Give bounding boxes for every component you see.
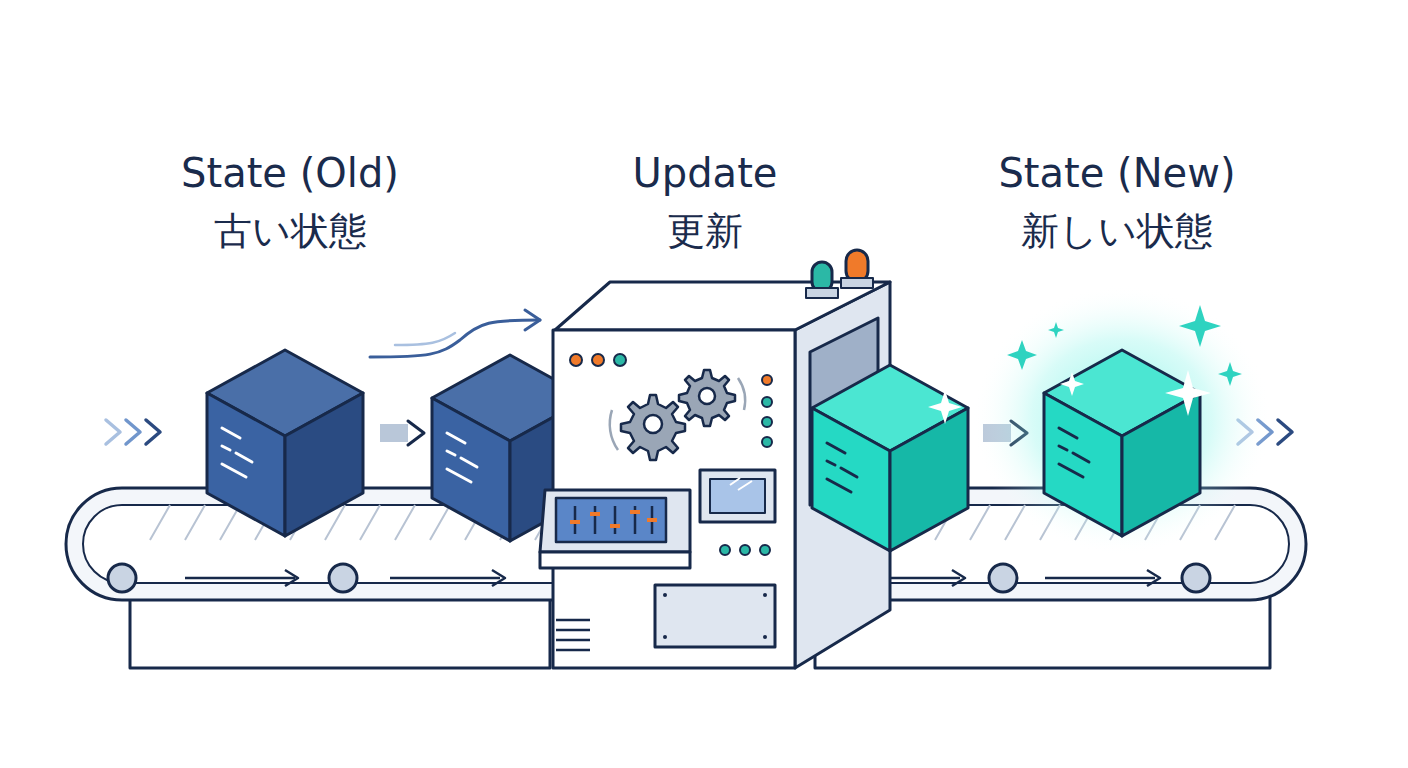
belt-direction-line xyxy=(185,577,500,580)
conveyor-base xyxy=(130,595,550,668)
access-panel xyxy=(655,585,775,647)
gear xyxy=(679,370,735,426)
old-state-cube xyxy=(207,350,363,536)
stage-title: Update xyxy=(530,150,880,196)
sparkles xyxy=(1007,305,1242,416)
glow xyxy=(972,285,1272,555)
status-led xyxy=(592,354,604,366)
vent xyxy=(556,620,590,650)
belt-direction-head xyxy=(952,570,1160,586)
stage-subtitle: 古い状態 xyxy=(115,210,465,254)
status-led xyxy=(570,354,582,366)
roller xyxy=(329,564,357,592)
stage-title: State (Old) xyxy=(115,150,465,196)
stage-subtitle: 更新 xyxy=(530,210,880,254)
control-panel xyxy=(540,490,690,552)
stage-title: State (New) xyxy=(942,150,1292,196)
update-machine xyxy=(540,250,890,668)
small-screen xyxy=(700,470,775,522)
roller xyxy=(989,564,1017,592)
new-state-cube xyxy=(1044,350,1200,536)
slider-screen xyxy=(556,498,666,542)
motion-arrow xyxy=(370,310,540,357)
machine-top xyxy=(555,282,890,330)
gear xyxy=(621,395,685,460)
belt-direction-head xyxy=(285,570,505,586)
status-led xyxy=(614,354,626,366)
stage-subtitle: 新しい状態 xyxy=(942,210,1292,254)
new-state-cube xyxy=(812,365,968,551)
belt-direction-line xyxy=(850,577,1155,580)
roller xyxy=(1182,564,1210,592)
roller xyxy=(108,564,136,592)
machine-side xyxy=(795,282,890,668)
